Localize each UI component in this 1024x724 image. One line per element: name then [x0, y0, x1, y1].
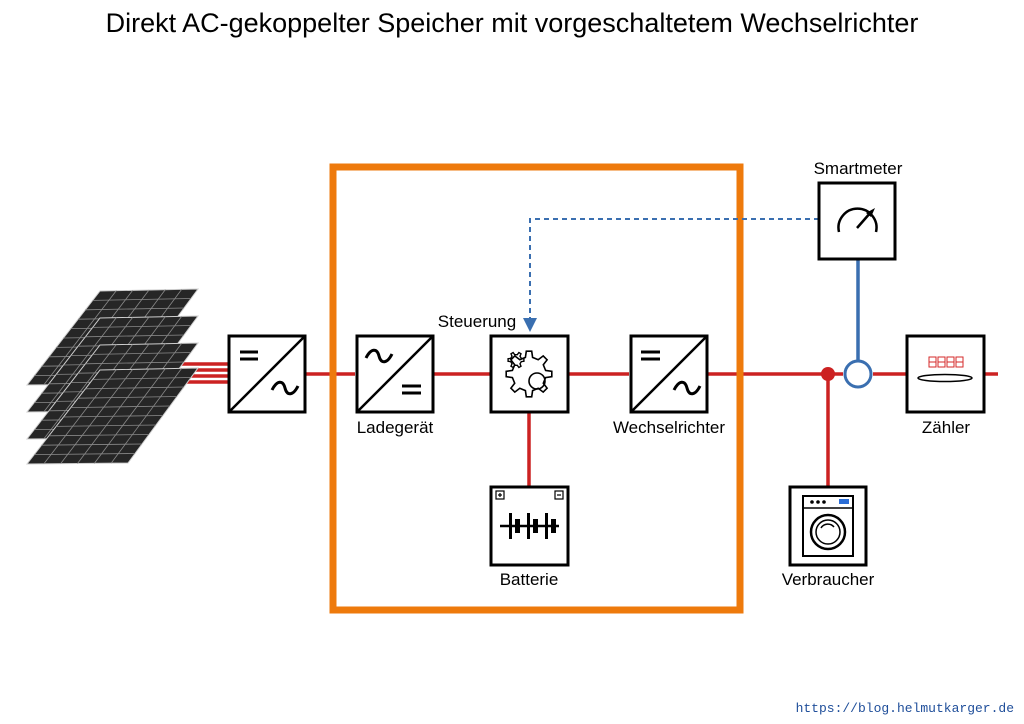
- consumer-label: Verbraucher: [782, 570, 875, 589]
- solar-module: [25, 367, 200, 465]
- battery-icon: [495, 490, 564, 539]
- data-arrow-head: [523, 318, 537, 332]
- ac-dc-charger-icon: [356, 335, 434, 413]
- smartmeter-label: Smartmeter: [814, 159, 903, 178]
- charger-label: Ladegerät: [357, 418, 434, 437]
- smartmeter: [817, 181, 897, 261]
- micro-inverter: [227, 334, 307, 414]
- dc-ac-inverter-icon: [228, 335, 306, 413]
- charger: [355, 334, 435, 414]
- washing-machine-icon: [802, 495, 854, 557]
- battery: [489, 485, 570, 567]
- inverter: [629, 334, 709, 414]
- control-label: Steuerung: [438, 312, 516, 331]
- consumer: [788, 485, 868, 567]
- meter-display: [928, 356, 964, 368]
- source-url[interactable]: https://blog.helmutkarger.de: [795, 701, 1014, 716]
- storage-system-frame: [329, 163, 744, 614]
- junction-dot: [821, 367, 835, 381]
- electricity-meter: [905, 334, 986, 414]
- gear-icon: [505, 350, 553, 398]
- diagram-title: Direkt AC-gekoppelter Speicher mit vorge…: [106, 8, 919, 38]
- control-unit: [489, 334, 570, 414]
- meter-label: Zähler: [922, 418, 971, 437]
- current-sensor-icon: [843, 359, 873, 389]
- battery-label: Batterie: [500, 570, 559, 589]
- solar-panel-icon: [25, 288, 200, 465]
- dc-ac-inverter-icon: [630, 335, 708, 413]
- gauge-icon: [837, 207, 878, 233]
- electricity-meter-icon: [917, 356, 973, 383]
- data-connection-line: [529, 218, 819, 318]
- inverter-label: Wechselrichter: [613, 418, 725, 437]
